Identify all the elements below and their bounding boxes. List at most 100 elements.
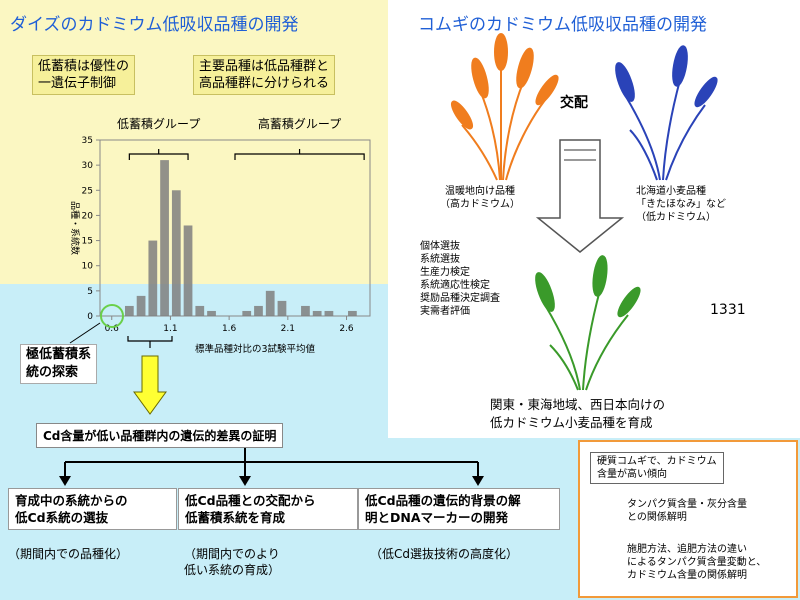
step-2: 系統選抜 [420,254,460,265]
y-tick-label: 35 [82,136,93,146]
dominant-gene-line-1: 低蓄積は優性の [38,59,130,74]
result-2-line-1: 低Cd品種との交配から [185,493,316,508]
wheat-result: 関東・東海地域、西日本向けの 低カドミウム小麦品種を育成 [490,396,665,432]
cross-label: 交配 [560,95,588,111]
tree-arrowhead-3 [472,476,484,486]
histogram-bar [195,305,205,316]
wheat-note-head: 硬質コムギで、カドミウム 含量が高い傾向 [590,452,724,484]
note-head-line-2: 含量が高い傾向 [597,469,667,480]
histogram-bar [207,310,216,316]
step-5: 奨励品種決定調査 [420,293,500,304]
group-label: 高蓄積グループ [258,116,341,131]
histogram-bar [254,305,263,316]
result-3-line-1: 低Cd品種の遺伝的背景の解 [365,493,521,508]
histogram-bar [183,225,193,316]
variety-groups-box: 主要品種は低品種群と 高品種群に分けられる [193,55,336,95]
result-note-3-line-1: （低Cd選抜技術の高度化） [370,547,518,561]
histogram-bar [171,190,181,316]
parent1-line-1: 温暖地向け品種 [445,186,515,197]
wheat-result-line-1: 関東・東海地域、西日本向けの [490,397,666,412]
result-note-2-line-2: 低い系統の育成） [184,563,281,577]
result-box-crossing: 低Cd品種との交配から 低蓄積系統を育成 [178,488,358,530]
search-pointer-line [69,322,101,344]
histogram-bar [348,310,357,316]
y-tick-label: 0 [87,312,93,322]
y-tick-label: 5 [87,287,93,297]
histogram-chart: 低蓄積グループ 高蓄積グループ 0 5 10 15 20 25 30 35 0.6 1.1 1.6 2.… [69,116,371,355]
variety-groups-line-2: 高品種群に分けられる [199,76,330,91]
orange-wheat-icon [450,33,559,181]
histogram-bar [312,310,322,316]
parent2-line-3: （低カドミウム） [636,212,716,223]
soy-title: ダイズのカドミウム低吸収品種の開発 [10,15,299,35]
result-1-line-1: 育成中の系統からの [15,493,128,508]
step-3: 生産力検定 [420,267,470,278]
y-tick-label: 25 [82,186,93,196]
y-tick-label: 20 [82,211,94,221]
note-item2-line-3: カドミウム含量の関係解明 [627,570,747,581]
parent1-line-2: （高カドミウム） [440,199,520,210]
chart-xlabel: 標準品種対比の3試験平均値 [195,343,316,355]
step-1: 個体選抜 [420,241,460,252]
parent2-line-1: 北海道小麦品種 [636,186,706,197]
dominant-gene-box: 低蓄積は優性の 一遺伝子制御 [32,55,136,95]
result-note-2-line-1: （期間内でのより [184,547,280,561]
parent2-line-2: 「きたほなみ」など [636,199,726,210]
x-tick-label: 1.1 [163,324,177,334]
histogram-bar [277,300,287,316]
search-line-2: 統の探索 [26,365,79,380]
step-4: 系統適応性検定 [420,280,490,291]
histogram-bar [242,310,252,316]
x-tick-label: 0.6 [105,324,120,334]
result-3-line-2: 明とDNAマーカーの開発 [365,510,509,525]
note-item1-line-1: タンパク質含量・灰分含量 [627,499,747,510]
x-tick-label: 1.6 [222,324,237,334]
wheat-note-item-1: タンパク質含量・灰分含量 との関係解明 [627,498,747,524]
chart-bars [124,160,357,316]
result-box-selection: 育成中の系統からの 低Cd系統の選抜 [8,488,177,530]
result-2-line-2: 低蓄積系統を育成 [185,510,286,525]
y-tick-label: 15 [82,237,93,247]
chart-ylabel: 品種・系統数 [69,201,81,255]
green-wheat-icon [535,255,641,391]
step-6: 実需者評価 [420,306,470,317]
histogram-bar [124,305,134,316]
note-item1-line-2: との関係解明 [627,512,687,523]
chart-axes: 0 5 10 15 20 25 30 35 0.6 1.1 1.6 2.1 2.6 [82,136,371,334]
note-item2-line-1: 施肥方法、追肥方法の違い [627,544,747,555]
y-tick-label: 10 [82,262,94,272]
note-head-line-1: 硬質コムギで、カドミウム [597,456,717,467]
cross-down-arrow [535,139,625,253]
group-label: 低蓄積グループ [117,116,200,131]
x-tick-label: 2.1 [281,324,295,334]
result-note-1-line-1: （期間内での品種化） [8,547,129,561]
search-circle-marker [100,304,124,328]
histogram-bar [160,160,169,316]
soy-top-background [0,0,388,284]
search-box: 極低蓄積系 統の探索 [20,344,98,384]
variety-groups-line-1: 主要品種は低品種群と [199,59,330,74]
result-box-marker: 低Cd品種の遺伝的背景の解 明とDNAマーカーの開発 [358,488,560,530]
x-tick-label: 2.6 [339,324,354,334]
tree-arrowhead-1 [59,476,71,486]
parent1-label: 温暖地向け品種 （高カドミウム） [440,185,520,211]
wheat-result-line-2: 低カドミウム小麦品種を育成 [490,415,653,430]
histogram-bar [148,240,158,316]
y-tick-label: 30 [82,161,94,171]
tree-arrowhead-2 [239,476,251,486]
histogram-bar [136,295,146,316]
search-line-1: 極低蓄積系 [26,347,92,362]
note-item2-line-2: によるタンパク質含量変動と、 [627,557,767,568]
yellow-down-arrow [133,355,167,415]
chart-group-brackets: 低蓄積グループ 高蓄積グループ [117,116,365,160]
selection-steps: 個体選抜 系統選抜 生産力検定 系統適応性検定 奨励品種決定調査 実需者評価 [420,240,500,318]
blue-wheat-icon [615,45,718,181]
plot-frame [99,139,371,317]
wheat-title: コムギのカドミウム低吸収品種の開発 [418,15,707,35]
histogram-bar [265,290,275,316]
result-1-line-2: 低Cd系統の選抜 [15,510,109,525]
parent2-label: 北海道小麦品種 「きたほなみ」など （低カドミウム） [636,185,726,224]
